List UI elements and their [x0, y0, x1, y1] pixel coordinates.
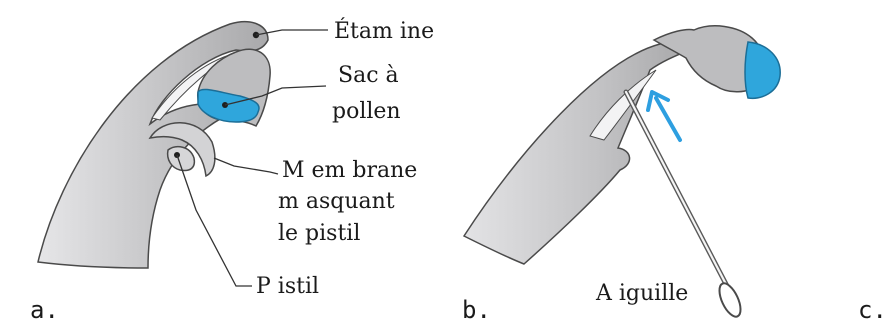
label-etamine: Étam ine: [334, 17, 434, 44]
pollen-sac-b: [744, 41, 781, 100]
leader-sac: [224, 85, 327, 106]
label-sac-line1: Sac à: [338, 63, 399, 88]
leader-pistil: [176, 154, 252, 287]
label-membrane-line2: m asquant: [278, 189, 395, 214]
panel-label-c: c.: [858, 296, 887, 324]
keel-slot-b: [589, 69, 657, 141]
membrane-a: [148, 122, 216, 178]
needle-eye: [718, 282, 742, 318]
label-pistil: P istil: [256, 274, 319, 299]
needle: [623, 89, 742, 318]
pistil-a: [166, 145, 196, 172]
label-membrane-line1: M em brane: [282, 158, 417, 183]
panel-b: A iguille b.: [462, 25, 781, 324]
label-aiguille: A iguille: [595, 281, 688, 306]
leader-etamine: [255, 29, 328, 36]
keel-petal-a: [37, 20, 269, 269]
panel-a: Étam ine Sac à pollen M em brane m asqua…: [30, 17, 434, 324]
push-arrow: [646, 90, 682, 142]
pollen-sac-a: [197, 88, 260, 123]
panel-label-b: b.: [462, 296, 491, 324]
label-sac-line2: pollen: [332, 99, 401, 124]
leader-membrane: [213, 157, 279, 175]
panel-label-a: a.: [30, 296, 59, 324]
panel-c: c.: [858, 296, 887, 324]
label-membrane-line3: le pistil: [278, 221, 360, 246]
